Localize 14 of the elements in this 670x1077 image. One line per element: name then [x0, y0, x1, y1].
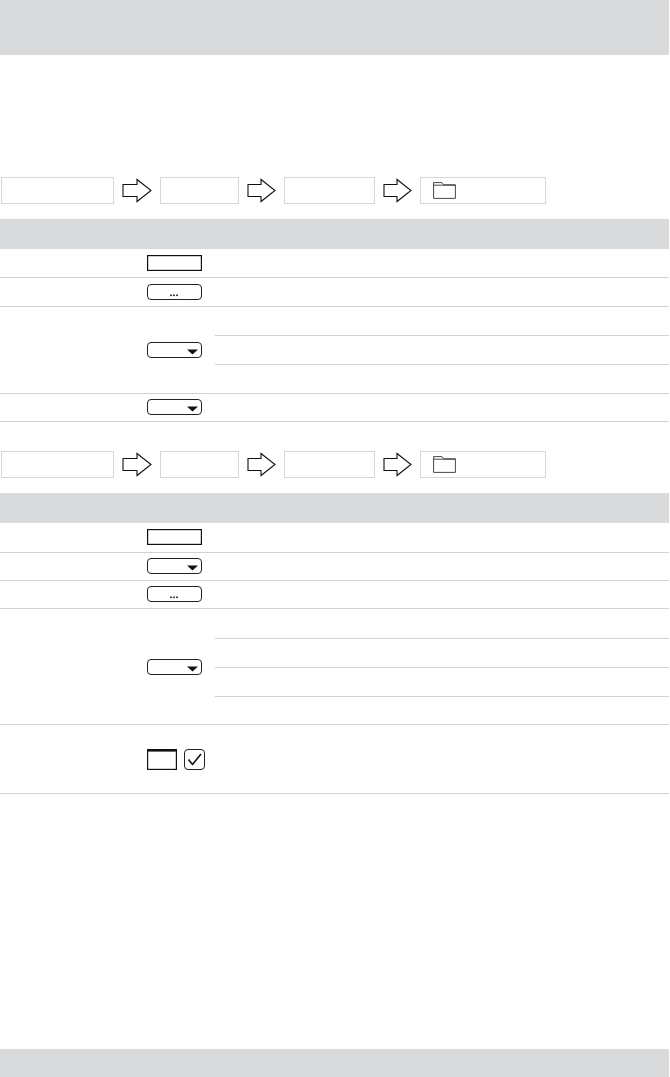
step-box [160, 177, 239, 204]
block-arrow [247, 452, 276, 477]
step-box [420, 451, 546, 478]
step-box [160, 451, 239, 478]
step-box [284, 177, 375, 204]
step-box [420, 177, 546, 204]
block-arrow [247, 178, 276, 203]
block-arrow [122, 178, 152, 203]
block-arrow [383, 452, 412, 477]
step-box [284, 451, 375, 478]
step-box [1, 177, 114, 204]
step-box [1, 451, 114, 478]
block-arrow [383, 178, 412, 203]
block-arrow [122, 452, 152, 477]
